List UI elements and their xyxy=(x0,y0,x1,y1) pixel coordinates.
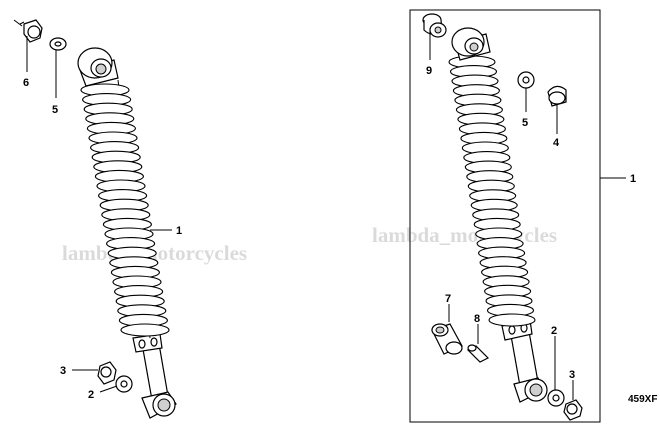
label-5-right: 5 xyxy=(522,117,528,129)
left-shock-absorber xyxy=(77,47,177,419)
label-8: 8 xyxy=(474,313,480,325)
label-7: 7 xyxy=(445,293,451,305)
label-6: 6 xyxy=(23,77,29,89)
label-9: 9 xyxy=(426,65,432,77)
label-2-right: 2 xyxy=(551,325,557,337)
right-bottom-nut xyxy=(563,399,583,421)
label-1-left: 1 xyxy=(176,225,182,237)
right-collar xyxy=(431,323,463,355)
label-3-right: 3 xyxy=(569,369,575,381)
right-spring-coils xyxy=(448,55,536,327)
left-bottom-washer xyxy=(115,375,133,393)
right-shock-absorber xyxy=(448,27,548,403)
right-top-washer xyxy=(517,71,535,89)
left-top-washer xyxy=(49,37,67,51)
right-pin xyxy=(466,344,490,363)
label-1-right: 1 xyxy=(630,173,636,185)
right-top-bushing xyxy=(422,13,447,38)
diagram-code: 459XF xyxy=(628,394,657,405)
left-top-nut xyxy=(13,19,43,43)
label-2-left: 2 xyxy=(88,389,94,401)
right-bottom-washer xyxy=(547,389,565,407)
spring-coil xyxy=(120,323,170,337)
label-5-left: 5 xyxy=(52,104,58,116)
left-spring-coils xyxy=(80,83,170,337)
label-3-left: 3 xyxy=(60,365,66,377)
assembly-frame xyxy=(409,9,601,423)
right-cap-nut xyxy=(547,85,567,107)
left-bottom-nut xyxy=(97,361,117,385)
spring-coil xyxy=(488,313,536,327)
label-4: 4 xyxy=(553,137,560,149)
watermark-right: lambda_motorcycles xyxy=(372,223,557,247)
